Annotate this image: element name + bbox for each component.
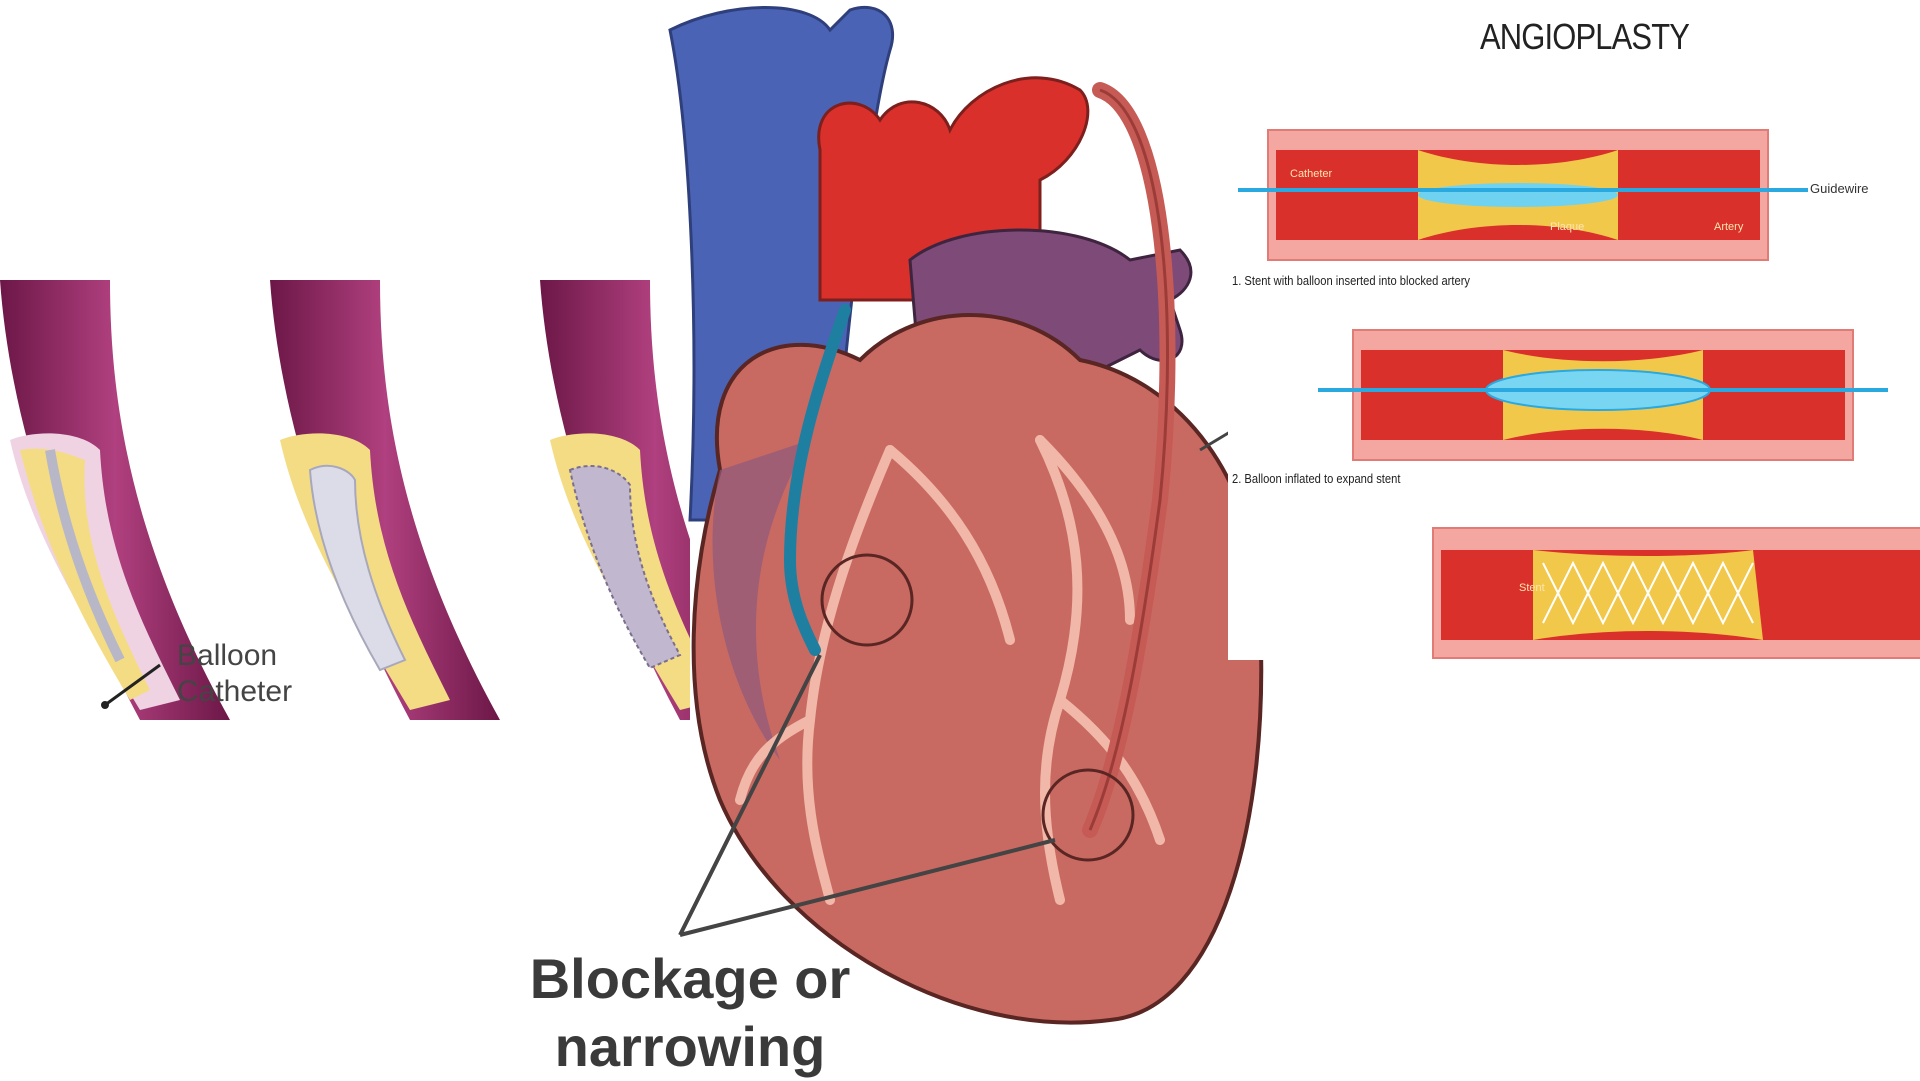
stent-mesh xyxy=(1542,560,1754,626)
balloon-catheter-label: Balloon Catheter xyxy=(177,639,293,708)
stent-label: Stent xyxy=(1519,582,1545,594)
step-2-caption: 2. Balloon inflated to expand stent xyxy=(1232,471,1401,486)
step-1-caption: 1. Stent with balloon inserted into bloc… xyxy=(1232,273,1471,288)
blockage-pointer-1 xyxy=(678,654,822,936)
plaque-label: Plaque xyxy=(1550,221,1585,233)
heart-illustration xyxy=(668,5,1264,1025)
artery-label: Artery xyxy=(1714,221,1744,233)
step1-vessel xyxy=(1267,129,1769,261)
blockage-label: Blockage or narrowing xyxy=(529,947,851,1078)
guidewire-label: Guidewire xyxy=(1810,181,1869,196)
coronary-arteries xyxy=(735,435,1165,905)
balloon-catheter-pointer xyxy=(104,663,161,707)
page-title: ANGIOPLASTY xyxy=(1480,16,1690,57)
vessel-balloon-inflated xyxy=(270,280,500,720)
vessel-sequence xyxy=(0,280,690,720)
vessel-balloon-deflated xyxy=(0,280,230,720)
blockage-pointer-2 xyxy=(679,838,1056,937)
catheter-label: Catheter xyxy=(1290,168,1333,180)
angioplasty-steps-diagram xyxy=(1228,0,1920,660)
blockage-circle-1 xyxy=(820,553,914,647)
vessel-stent-deployed xyxy=(540,280,690,720)
step3-vessel xyxy=(1432,527,1920,659)
guidewire-blue xyxy=(783,304,851,656)
step2-vessel xyxy=(1352,329,1854,461)
heart-body xyxy=(691,313,1264,1025)
blockage-circle-2 xyxy=(1041,768,1135,862)
